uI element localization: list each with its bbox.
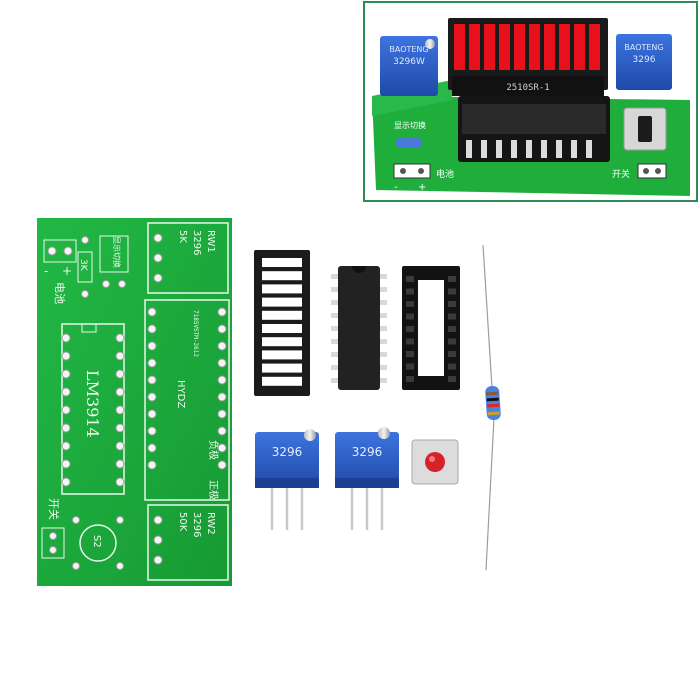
inset-ic [458, 96, 610, 162]
led-segment [262, 258, 302, 267]
adjust-screw-icon [425, 39, 435, 49]
ic-chip [331, 266, 387, 390]
pcb-board [37, 218, 232, 586]
rw2-value: 50K [177, 512, 188, 532]
inset-tactile-switch [623, 107, 667, 151]
led-segment [262, 324, 302, 333]
inset-left-trimmer: BAOTENG 3296W [380, 36, 438, 96]
rw2-model: 3296 [191, 512, 202, 537]
inset-pot-left-model: 3296W [393, 57, 425, 67]
negative-label: 负极 [207, 440, 220, 460]
rw1-model: 3296 [191, 230, 202, 255]
rw1-value: 5K [177, 230, 188, 243]
led-bargraph [254, 250, 310, 396]
resistor-label: 3K [78, 259, 88, 272]
led-segment [544, 24, 555, 70]
led-segment [514, 24, 525, 70]
led-segment [499, 24, 510, 70]
inset-led-bargraph: 2510SR-1 [448, 18, 608, 96]
inset-assembled-board: 2510SR-1 BAOTENG 3296W BAOTENG 3296 显示切换 [368, 6, 694, 198]
inset-power-switch-label: 开关 [612, 168, 630, 180]
brand-label: HYDZ [175, 380, 186, 408]
pcb-plus-sign: + [62, 264, 72, 278]
led-segment [262, 350, 302, 360]
led-segment [262, 376, 302, 386]
led-segment [469, 24, 480, 70]
led-segment [484, 24, 495, 70]
inset-resistor [396, 138, 422, 148]
inset-pot-right-model: 3296 [633, 55, 656, 65]
tactile-switch [411, 439, 459, 485]
inset-battery-header [393, 163, 431, 179]
inset-switch-display-label: 显示切换 [394, 120, 426, 130]
trimmer-right: 3296 [335, 427, 399, 530]
adjust-screw-icon [378, 427, 390, 439]
serial-label: 7185VSTM-2612 [192, 310, 199, 357]
inset-pot-right-brand: BAOTENG [624, 43, 663, 52]
inset-right-trimmer: BAOTENG 3296 [616, 34, 672, 90]
adjust-screw-icon [304, 429, 316, 441]
pcb-power-switch-label: 开关 [47, 498, 61, 520]
pcb-switch-display-label: 显示切换 [112, 236, 122, 268]
inset-plus-sign: + [418, 182, 426, 193]
rw2-label: RW2 [205, 512, 216, 535]
led-segment [559, 24, 570, 70]
chip-label: LM3914 [83, 370, 102, 438]
led-segment [454, 24, 465, 70]
led-segment [262, 297, 302, 307]
resistor [482, 244, 501, 571]
led-segment [574, 24, 585, 70]
positive-label: 正极 [207, 480, 220, 500]
led-segment [262, 271, 302, 281]
s2-label: S2 [91, 535, 102, 548]
inset-display-label: 2510SR-1 [506, 83, 549, 93]
bare-pcb: RW1 3296 5K RW2 3296 50K LM3914 HYDZ 718… [37, 218, 232, 586]
rw1-label: RW1 [205, 230, 216, 253]
led-segment [589, 24, 600, 70]
pcb-minus-sign: - [44, 264, 48, 278]
trimmer-right-model: 3296 [352, 445, 383, 459]
trimmer-left-model: 3296 [272, 445, 303, 459]
inset-battery-label: 电池 [436, 168, 454, 180]
led-segment [262, 363, 302, 373]
ic-socket [402, 266, 460, 390]
led-segment [262, 337, 302, 347]
inset-pot-left-brand: BAOTENG [389, 45, 428, 54]
inset-minus-sign: - [394, 182, 398, 193]
led-segment [262, 284, 302, 294]
led-segment [262, 310, 302, 320]
trimmer-left: 3296 [255, 429, 319, 530]
led-segment [529, 24, 540, 70]
pcb-battery-label: 电池 [53, 282, 66, 304]
